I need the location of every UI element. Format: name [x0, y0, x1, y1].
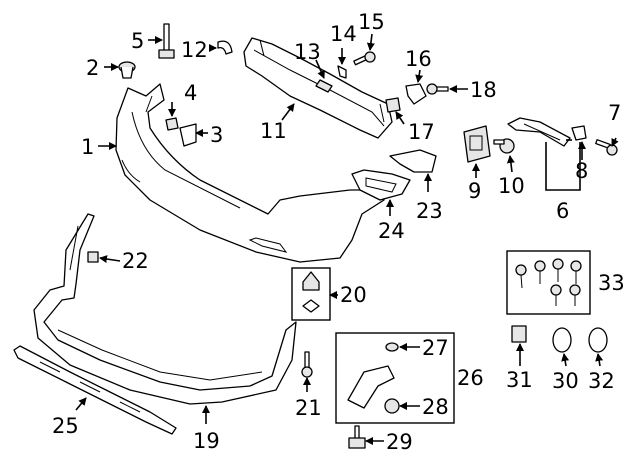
- reinforcement-bar: [243, 37, 393, 139]
- bumper-cover: [115, 83, 385, 263]
- callout-29: 29: [386, 430, 413, 454]
- grommet-30: [552, 327, 572, 353]
- callout-20: 20: [340, 283, 367, 307]
- callout-18: 18: [470, 78, 497, 102]
- reflector-bracket-24: [351, 169, 411, 201]
- callout-17: 17: [408, 120, 435, 144]
- callout-12: 12: [181, 38, 208, 62]
- callout-5: 5: [131, 29, 144, 53]
- leader-lines: [75, 33, 619, 445]
- callout-10: 10: [498, 174, 525, 198]
- callout-30: 30: [552, 369, 579, 393]
- sensor-bracket-9: [463, 125, 491, 163]
- lower-valance: [33, 213, 297, 405]
- callout-32: 32: [588, 369, 615, 393]
- callout-9: 9: [468, 179, 481, 203]
- clip-22: [87, 251, 99, 263]
- callout-15: 15: [358, 10, 385, 34]
- callout-7: 7: [608, 101, 621, 125]
- callout-1: 1: [81, 135, 94, 159]
- callout-6: 6: [556, 199, 569, 223]
- bolt-21: [301, 351, 313, 378]
- callout-3: 3: [210, 123, 223, 147]
- callout-33: 33: [598, 271, 625, 295]
- bracket-3: [179, 123, 197, 147]
- callout-24: 24: [378, 219, 405, 243]
- callout-19: 19: [193, 429, 220, 453]
- callout-8: 8: [575, 159, 588, 183]
- plug-31: [511, 325, 527, 343]
- callout-16: 16: [405, 47, 432, 71]
- callout-14: 14: [330, 22, 357, 46]
- lower-trim-strip: [13, 345, 177, 435]
- callout-2: 2: [86, 56, 99, 80]
- callout-13: 13: [294, 40, 321, 64]
- clip-12: [217, 40, 233, 55]
- kit-bracket-6-brace: [545, 142, 581, 191]
- clip-14: [337, 65, 347, 79]
- grommet-32: [588, 327, 608, 353]
- callout-28: 28: [422, 395, 449, 419]
- bracket-16: [405, 83, 427, 105]
- callout-labels: 1 2 3 4 5 6 7 8 9 10 11 12 13 14 15 16 1…: [52, 10, 625, 454]
- kit-box-20: [291, 267, 331, 321]
- callout-11: 11: [260, 119, 287, 143]
- bolt-18: [426, 83, 449, 95]
- callout-4: 4: [184, 81, 197, 105]
- push-pin-retainer: [118, 61, 136, 79]
- kit-box-26: [335, 332, 455, 424]
- bolt-29: [348, 425, 366, 449]
- callout-27: 27: [422, 336, 449, 360]
- bracket-23: [389, 149, 437, 173]
- callout-31: 31: [506, 368, 533, 392]
- stud-bolt: [158, 23, 175, 59]
- callout-26: 26: [457, 366, 484, 390]
- callout-23: 23: [416, 199, 443, 223]
- callout-21: 21: [295, 396, 322, 420]
- clip-13: [315, 79, 333, 93]
- screw-15: [353, 51, 376, 66]
- callout-22: 22: [122, 249, 149, 273]
- guide-bracket-6: [507, 117, 571, 147]
- retainer-clip-4: [165, 117, 179, 131]
- nut-10: [493, 138, 515, 154]
- clip-nut-17: [385, 97, 401, 113]
- callout-25: 25: [52, 414, 79, 438]
- kit-box-33: [506, 250, 591, 315]
- clip-8: [571, 125, 587, 141]
